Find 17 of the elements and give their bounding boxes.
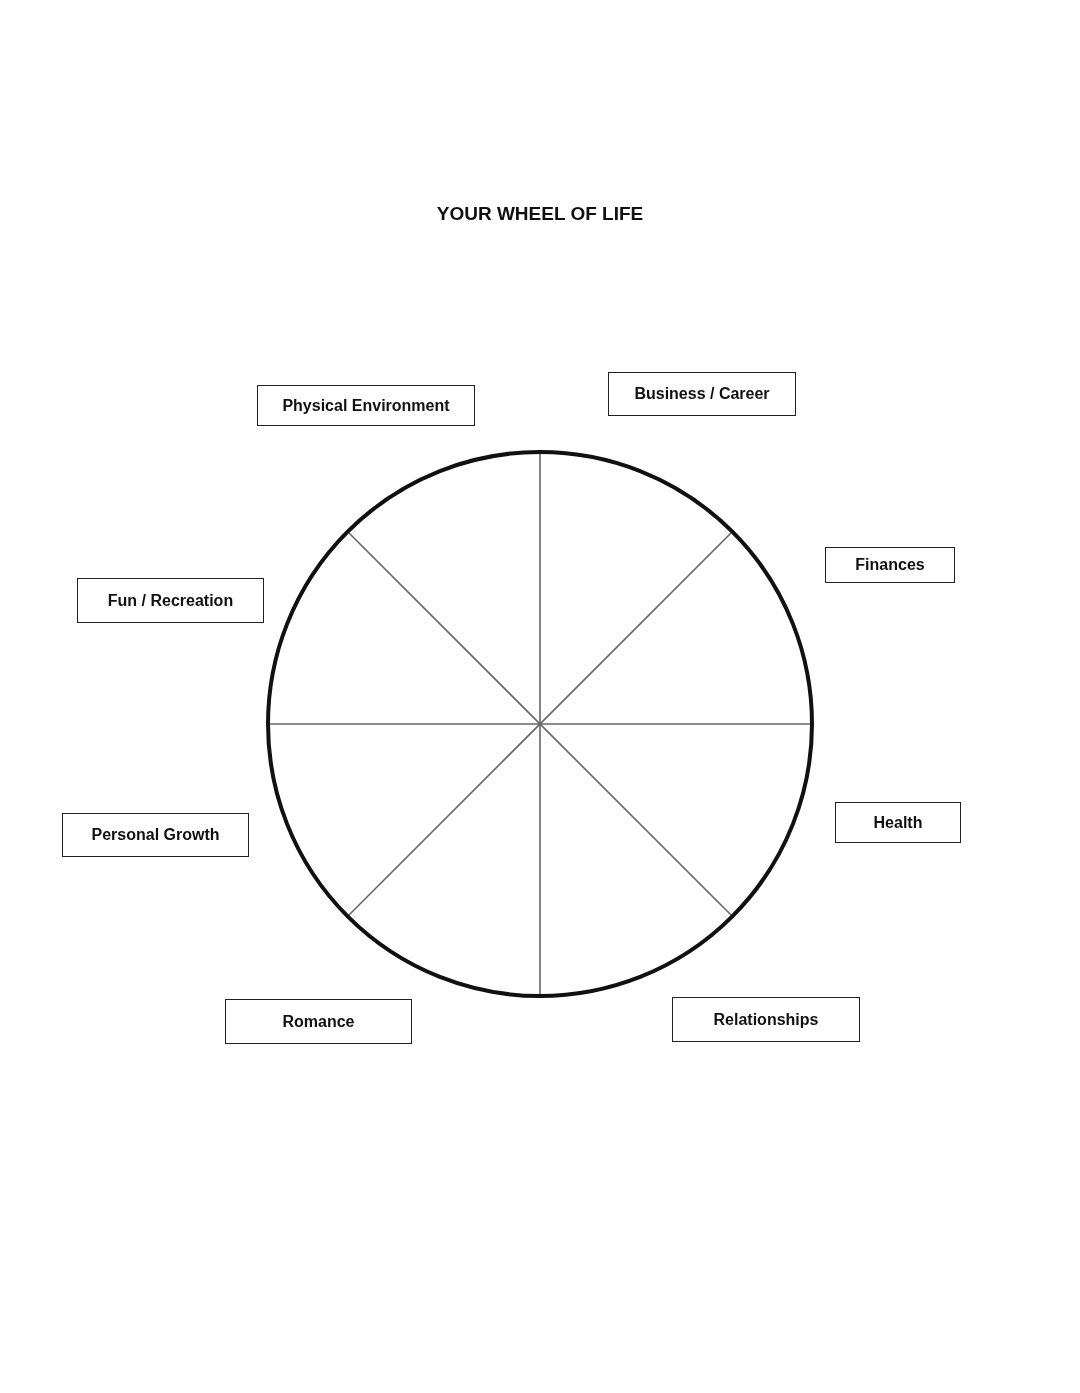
category-box <box>77 578 264 623</box>
category-box <box>672 997 860 1042</box>
title: YOUR WHEEL OF LIFE <box>436 203 644 225</box>
category-label: Relationships <box>713 1009 819 1030</box>
category-label: Business / Career <box>634 384 770 404</box>
category-label: Finances <box>855 555 925 575</box>
category-box <box>225 999 412 1044</box>
category-box <box>257 385 475 426</box>
category-label: Health <box>873 812 923 833</box>
category-box <box>608 372 796 416</box>
category-label: Fun / Recreation <box>107 590 234 611</box>
category-label: Physical Environment <box>282 395 450 416</box>
category-label: Personal Growth <box>91 825 220 845</box>
category-box <box>62 813 249 857</box>
category-box <box>825 547 955 583</box>
category-box <box>835 802 961 843</box>
category-label: Romance <box>282 1011 355 1032</box>
